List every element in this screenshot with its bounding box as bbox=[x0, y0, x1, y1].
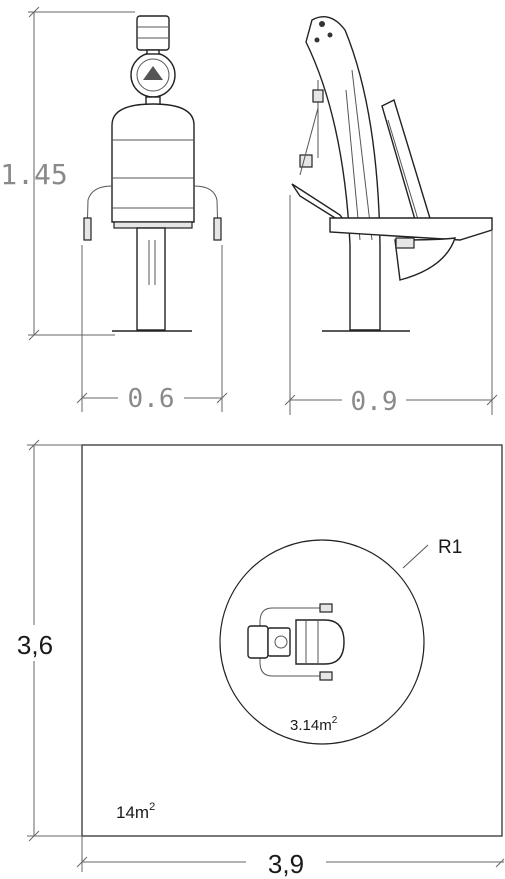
side-width-label: 0.9 bbox=[351, 387, 398, 417]
seat bbox=[329, 217, 493, 241]
circle-area-label: 3.14m2 bbox=[290, 715, 338, 734]
side-elevation-view: 0.9 bbox=[284, 16, 498, 417]
logo-icon bbox=[143, 66, 163, 80]
front-width-label: 0.6 bbox=[128, 384, 175, 414]
seat-top bbox=[295, 619, 345, 665]
left-grip bbox=[83, 217, 92, 241]
width-label: 3,9 bbox=[268, 849, 304, 879]
equipment-top-view bbox=[247, 603, 345, 681]
right-arm bbox=[193, 185, 219, 239]
radius-leader bbox=[402, 544, 429, 569]
height-dimension-label: 1.45 bbox=[0, 158, 67, 191]
handle-block bbox=[136, 15, 170, 51]
backrest bbox=[381, 99, 433, 231]
main-column bbox=[305, 16, 381, 331]
radius-label: R1 bbox=[438, 537, 462, 558]
cable-pulley bbox=[299, 154, 313, 168]
safety-area-rectangle bbox=[81, 444, 503, 837]
plan-view: 3,6 3,9 R1 3.14m2 14m2 bbox=[16, 439, 505, 879]
support-post bbox=[136, 227, 166, 331]
front-elevation-view: 1.45 0.6 bbox=[0, 6, 228, 414]
total-area-label: 14m2 bbox=[116, 801, 155, 822]
impact-area-circle bbox=[219, 539, 425, 745]
right-grip bbox=[213, 217, 222, 241]
seat-plate bbox=[113, 221, 193, 229]
depth-label: 3,6 bbox=[17, 630, 53, 660]
torso-body bbox=[111, 103, 195, 223]
left-arm bbox=[86, 185, 113, 239]
